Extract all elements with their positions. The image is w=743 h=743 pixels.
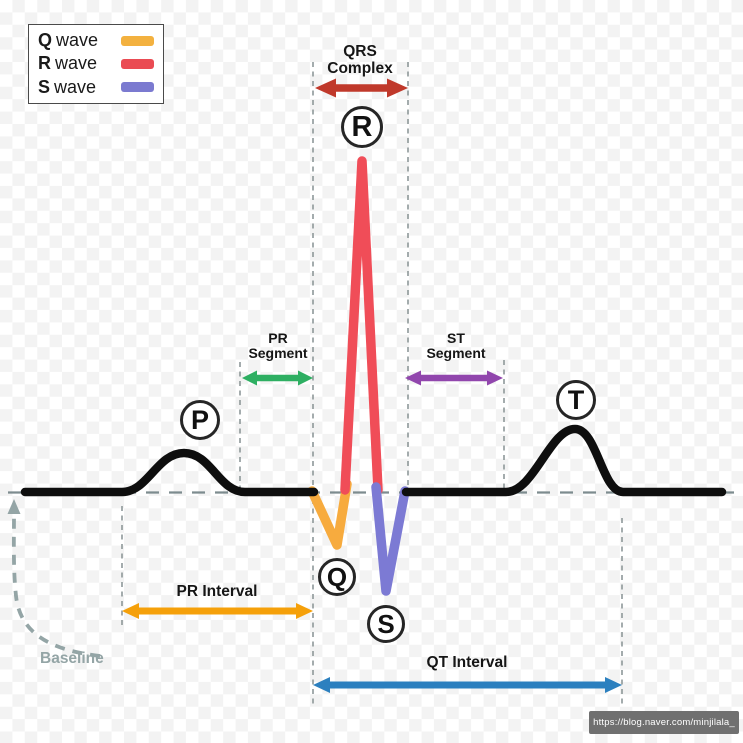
st-segment-arrowhead-right-icon [487, 370, 503, 386]
s-wave-color-swatch [121, 82, 154, 93]
pr-interval-arrowhead-right-icon [296, 603, 313, 619]
legend-row-q-wave: Q wave [38, 30, 154, 51]
pr-segment-label-line1: PR [268, 330, 288, 346]
legend-word: wave [54, 76, 97, 97]
pr-interval-arrow [122, 603, 313, 619]
t-wave-badge: T [556, 380, 596, 420]
qrs-arrowhead-left-icon [315, 78, 336, 98]
r-wave-color-swatch [121, 58, 154, 69]
legend-letter: Q [38, 30, 53, 51]
watermark-url: https://blog.naver.com/minjilala_ [589, 711, 739, 734]
pr-segment-arrowhead-left-icon [242, 370, 257, 386]
pr-segment-label: PR Segment [228, 331, 328, 361]
qrs-complex-arrow [315, 78, 408, 98]
pr-segment-arrowhead-right-icon [298, 370, 313, 386]
legend-word: wave [55, 53, 98, 74]
baseline-label: Baseline [40, 650, 104, 667]
st-segment-label-line2: Segment [426, 345, 486, 361]
st-segment-label-line1: ST [447, 330, 465, 346]
wave-legend: Q wave R wave S wave [28, 24, 164, 104]
pr-segment-arrow [242, 370, 313, 386]
qt-interval-arrowhead-right-icon [605, 677, 622, 693]
qrs-complex-label-line1: QRS [343, 43, 377, 60]
p-wave-trace [20, 448, 319, 497]
st-segment-arrow [405, 370, 503, 386]
baseline-pointer-arrowhead-icon [7, 499, 21, 514]
legend-word: wave [56, 30, 99, 51]
pr-interval-arrowhead-left-icon [122, 603, 139, 619]
q-wave-badge: Q [318, 558, 356, 596]
legend-row-s-wave: S wave [38, 77, 154, 98]
t-wave-trace [401, 424, 727, 497]
legend-letter: S [38, 76, 51, 97]
st-segment-label: ST Segment [406, 331, 506, 361]
qt-interval-arrowhead-left-icon [313, 677, 330, 693]
pr-segment-label-line2: Segment [248, 345, 308, 361]
legend-letter: R [38, 53, 51, 74]
baseline-pointer-arrow [7, 499, 101, 658]
vertical-guide-lines [121, 62, 623, 706]
qrs-arrowhead-right-icon [387, 78, 408, 98]
q-wave-stroke [307, 479, 352, 550]
qrs-complex-label-line2: Complex [327, 59, 393, 77]
q-wave-color-swatch [121, 35, 154, 46]
legend-row-r-wave: R wave [38, 53, 154, 74]
pr-interval-label: PR Interval [176, 583, 258, 600]
st-segment-arrowhead-left-icon [405, 370, 421, 386]
qt-interval-label: QT Interval [426, 654, 508, 671]
s-wave-badge: S [367, 605, 405, 643]
p-wave-badge: P [180, 400, 220, 440]
r-wave-badge: R [341, 106, 383, 148]
qt-interval-arrow [313, 677, 622, 693]
s-wave-stroke [371, 482, 410, 596]
r-wave-stroke [340, 156, 383, 495]
baseline-pointer-curve [11, 513, 101, 658]
qrs-complex-label: QRS Complex [295, 43, 425, 77]
